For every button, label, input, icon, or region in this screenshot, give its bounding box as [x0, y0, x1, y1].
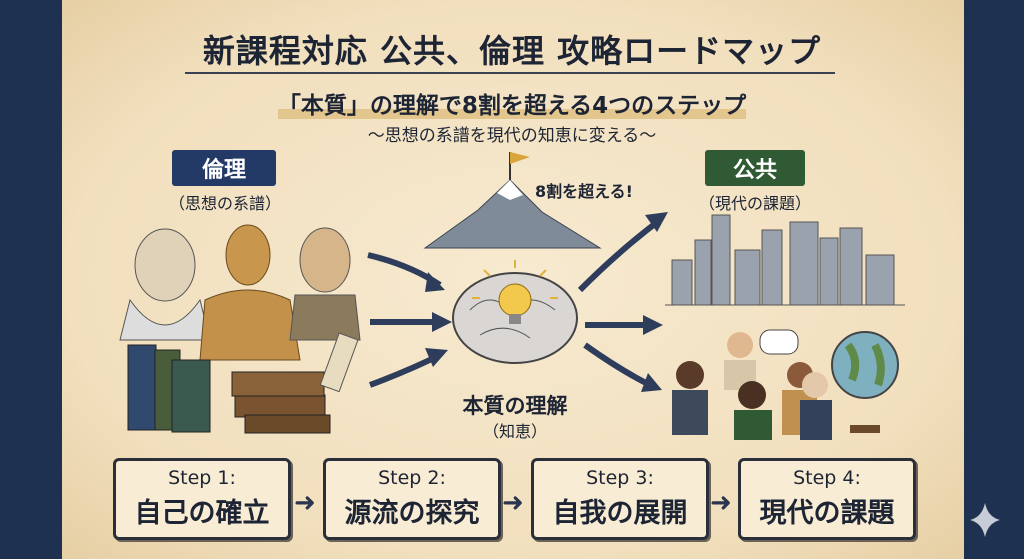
- essence-label: 本質の理解: [462, 394, 568, 418]
- mountain-illustration: [423, 152, 602, 249]
- step-title: 源流の探究: [344, 498, 480, 529]
- tagline: 〜思想の系譜を現代の知恵に変える〜: [367, 126, 657, 146]
- step-4-box: Step 4: 現代の課題: [738, 458, 916, 540]
- step-number: Step 2:: [378, 467, 446, 489]
- page-title: 新課程対応 公共、倫理 攻略ロードマップ: [202, 32, 822, 70]
- arrow-right-icon: ➜: [502, 488, 524, 518]
- ethics-label: 倫理: [172, 150, 276, 186]
- step-title: 自我の展開: [552, 498, 688, 529]
- step-2-box: Step 2: 源流の探究: [323, 458, 501, 540]
- step-title: 現代の課題: [759, 498, 895, 529]
- title-divider: [185, 72, 835, 74]
- goal-label: 8割を超える!: [535, 182, 633, 201]
- philosophers-illustration: [119, 224, 361, 361]
- step-number: Step 1:: [168, 467, 236, 489]
- step-title: 自己の確立: [134, 498, 270, 529]
- arrow-right-icon: ➜: [294, 488, 316, 518]
- step-3-box: Step 3: 自我の展開: [531, 458, 709, 540]
- civics-caption: （現代の課題）: [698, 194, 811, 213]
- sparkle-icon: [970, 503, 1000, 537]
- ethics-caption: （思想の系譜）: [168, 194, 281, 213]
- wisdom-caption: （知恵）: [482, 422, 547, 441]
- subtitle: 「本質」の理解で8割を超える4つのステップ: [0, 86, 1024, 120]
- civics-label: 公共: [705, 150, 805, 186]
- arrow-right-icon: ➜: [710, 488, 732, 518]
- subtitle-highlight-1: 「本質」の理解で: [277, 93, 462, 119]
- step-number: Step 3:: [586, 467, 654, 489]
- flag-icon: [510, 152, 530, 164]
- speech-bubble-icon: [759, 329, 799, 355]
- globe-illustration: [831, 331, 899, 433]
- step-1-box: Step 1: 自己の確立: [113, 458, 291, 540]
- city-skyline-illustration: [671, 214, 895, 306]
- step-number: Step 4:: [793, 467, 861, 489]
- books-illustration: [127, 332, 359, 434]
- brain-lightbulb-illustration: [452, 260, 578, 364]
- people-discussion-illustration: [672, 329, 832, 440]
- subtitle-highlight-2: 8割を超える4つのステップ: [461, 93, 747, 119]
